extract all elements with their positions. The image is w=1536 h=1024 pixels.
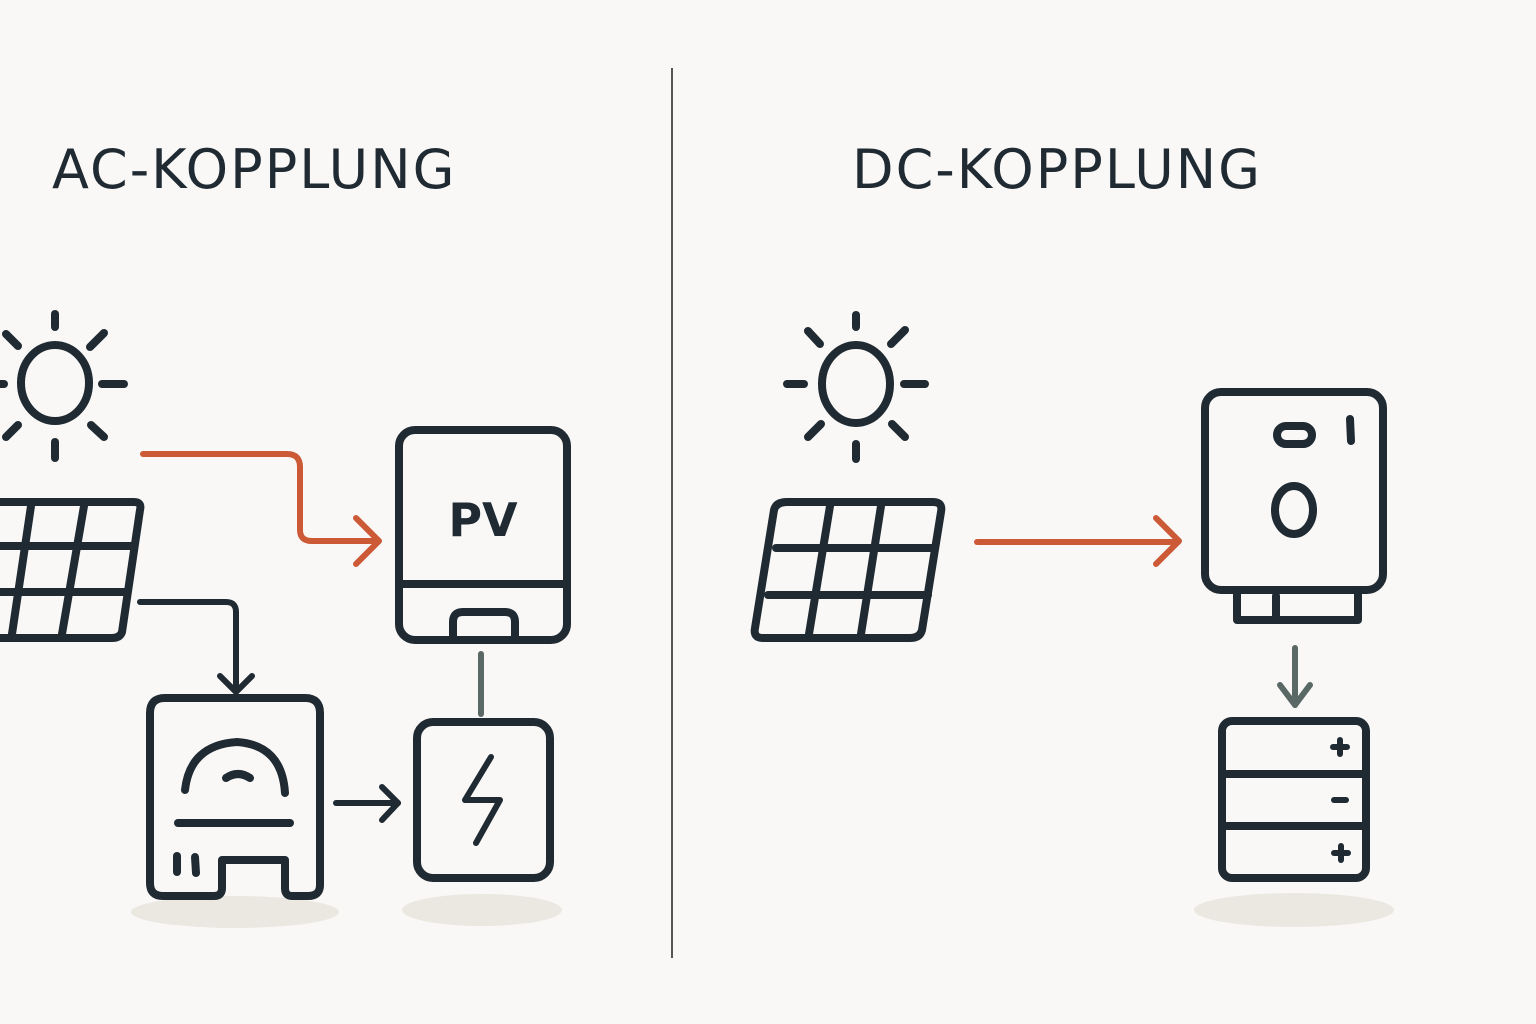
pv-inverter-label: PV: [448, 493, 518, 547]
ac-coupling-title: AC-KOPPLUNG: [52, 138, 457, 201]
flow-arrow-hybrid-inverter-to-battery: [1277, 645, 1313, 708]
grid-box: [413, 718, 554, 882]
battery-storage: [1194, 717, 1394, 927]
dc-coupling-title: DC-KOPPLUNG: [852, 138, 1263, 201]
solar-panel-icon: [750, 498, 946, 642]
lightning-icon: [462, 754, 503, 846]
solar-panel-icon: [0, 498, 145, 642]
ac-panel: PV: [0, 310, 571, 928]
pv-inverter-body: [395, 426, 571, 644]
plus-icon: [1331, 843, 1351, 863]
sun-icon: [783, 311, 929, 463]
pv-inverter-port-icon: [449, 608, 519, 641]
sun-icon: [0, 310, 128, 462]
flow-arrow-solar-to-hybrid-inverter: [974, 515, 1182, 567]
flow-arrow-solar-to-battery-inverter: [137, 599, 255, 695]
flow-arrow-battery-inverter-to-grid: [333, 784, 401, 823]
flow-arrow-solar-to-pv-inverter: [140, 451, 382, 567]
dc-panel: [750, 311, 1394, 927]
plus-icon: [1330, 737, 1350, 757]
grid-connection: [402, 718, 562, 926]
battery-inverter-icon: [131, 694, 339, 928]
battery-stack-icon: [1218, 717, 1370, 882]
hybrid-inverter-icon: [1201, 388, 1387, 624]
pv-inverter: PV: [395, 426, 571, 644]
